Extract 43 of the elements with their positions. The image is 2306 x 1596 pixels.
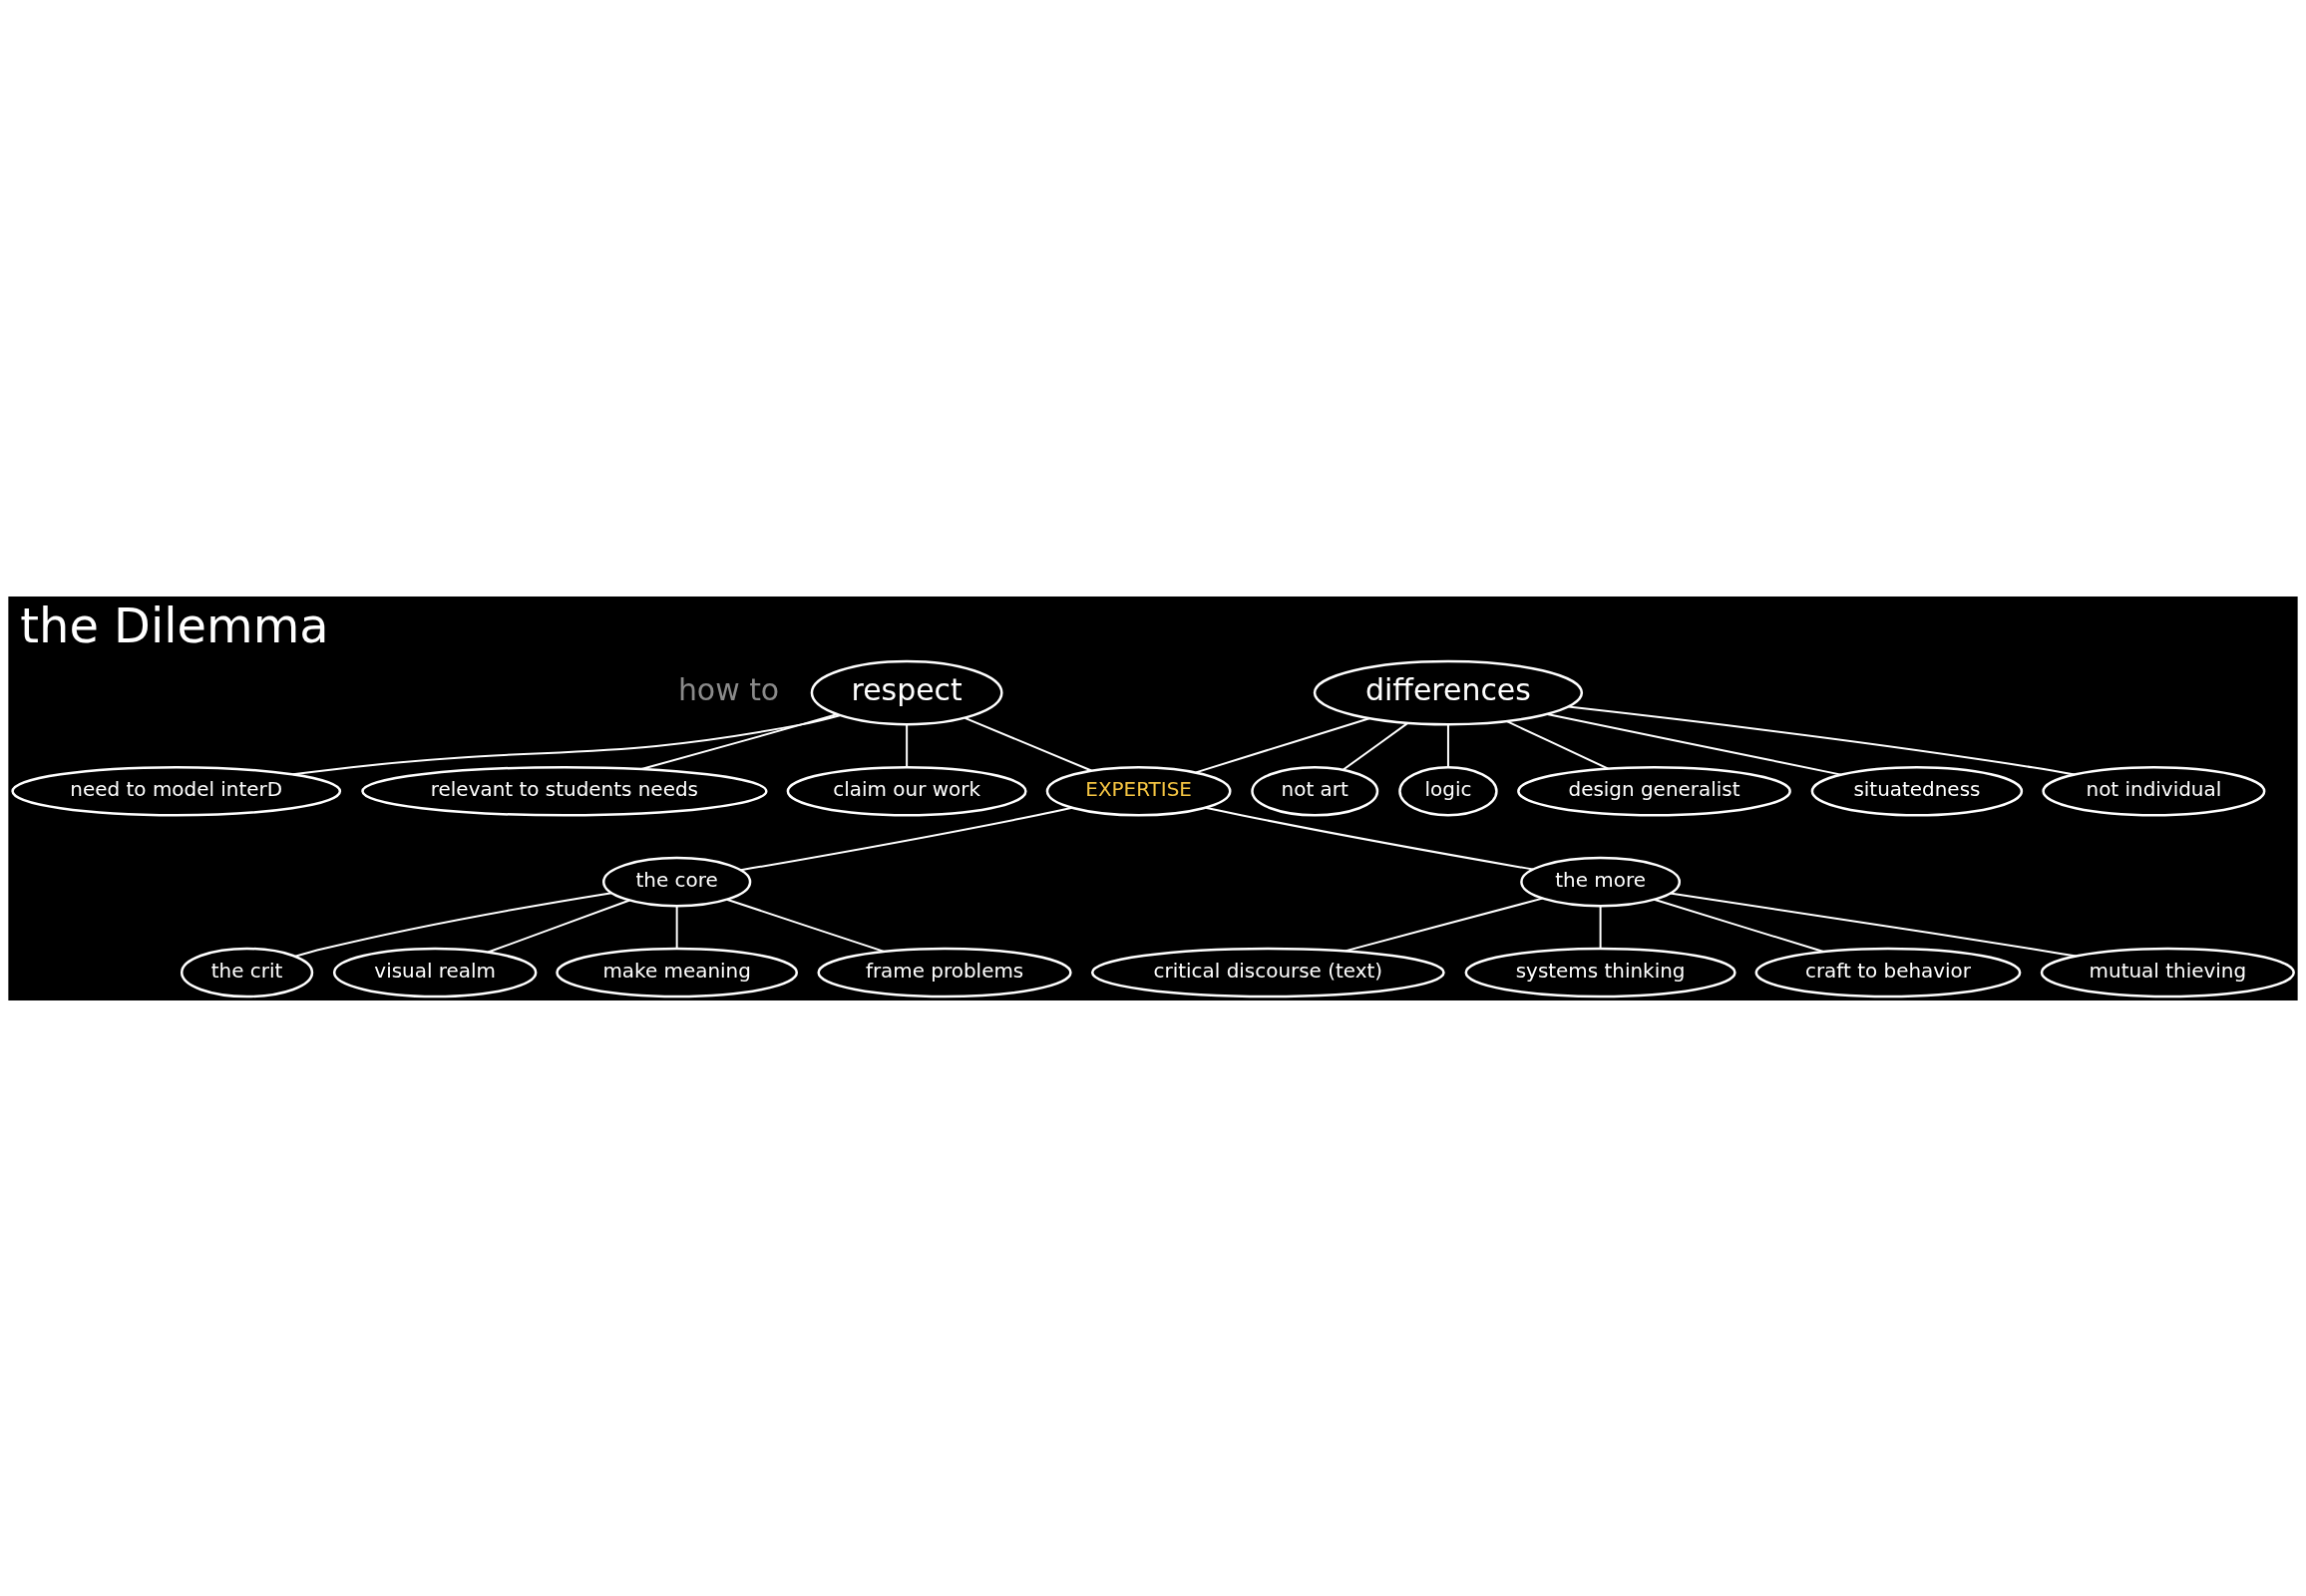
connector — [725, 898, 886, 953]
node-ellipse: not individual — [2042, 765, 2266, 817]
connector — [1653, 898, 1825, 953]
node-ellipse: not art — [1251, 765, 1379, 817]
connector — [1567, 705, 2076, 775]
node-ellipse: the crit — [180, 947, 314, 998]
node-ellipse: design generalist — [1517, 765, 1791, 817]
connector — [739, 806, 1073, 871]
node-ellipse: relevant to students needs — [361, 765, 768, 817]
node-ellipse: systems thinking — [1464, 947, 1736, 998]
node-ellipse: the core — [602, 856, 752, 907]
node-ellipse: logic — [1398, 765, 1498, 817]
connector — [294, 891, 613, 958]
diagram-title: the Dilemma — [20, 598, 329, 653]
node-ellipse: make meaning — [556, 947, 799, 998]
connector — [291, 713, 841, 775]
label: how to — [677, 671, 780, 707]
connector — [487, 899, 631, 954]
node-ellipse: the more — [1520, 856, 1682, 907]
connector — [1446, 722, 1449, 768]
node-ellipse: craft to behavior — [1754, 947, 2022, 998]
node-ellipse: critical discourse (text) — [1090, 947, 1445, 998]
connector — [906, 722, 909, 768]
node-ellipse: mutual thieving — [2040, 947, 2295, 998]
node-ellipse: respect — [810, 659, 1003, 725]
connector — [1546, 712, 1842, 776]
node-ellipse: differences — [1313, 659, 1584, 725]
node-ellipse: need to model interD — [11, 765, 342, 817]
connector — [1669, 892, 2078, 957]
connector — [1195, 716, 1370, 773]
connector — [963, 716, 1093, 772]
connector — [1599, 905, 1602, 950]
node-ellipse: frame problems — [817, 947, 1072, 998]
node-ellipse: EXPERTISE — [1045, 765, 1232, 817]
node-ellipse: claim our work — [786, 765, 1027, 817]
node-ellipse: visual realm — [332, 947, 538, 998]
connector — [1344, 897, 1544, 952]
connector — [675, 905, 678, 950]
connector — [1342, 721, 1409, 771]
node-ellipse: situatedness — [1810, 765, 2024, 817]
connector — [640, 712, 838, 770]
connector — [1505, 719, 1610, 770]
connector — [1204, 806, 1535, 871]
